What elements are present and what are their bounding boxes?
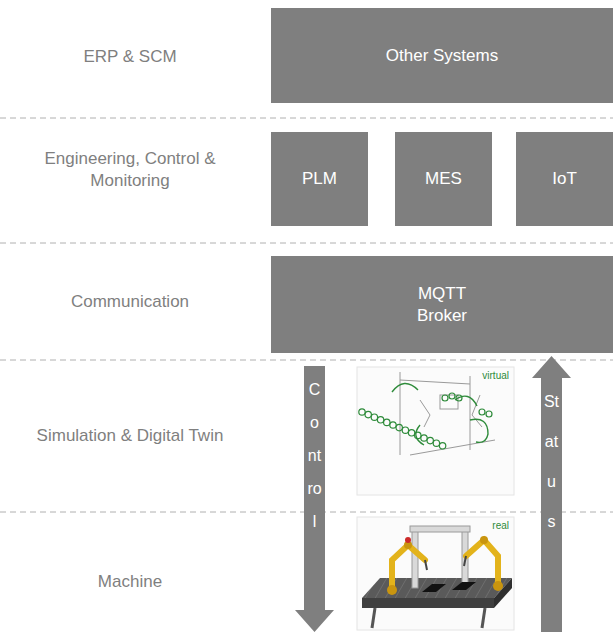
control-arrow bbox=[295, 366, 334, 632]
real-machine-illustration bbox=[357, 517, 514, 630]
arrow-label: Control bbox=[307, 373, 323, 538]
variant-tag: virtual bbox=[482, 371, 509, 381]
dashed-separator bbox=[0, 360, 613, 361]
box-label: Other Systems bbox=[386, 45, 498, 66]
layer-label: Machine bbox=[5, 571, 255, 593]
system-box: MES bbox=[395, 132, 492, 226]
arrow-label: Status bbox=[544, 382, 560, 542]
dashed-separator bbox=[0, 118, 613, 119]
box-label: IoT bbox=[552, 168, 577, 189]
system-box: Other Systems bbox=[271, 8, 613, 103]
dashed-separator bbox=[0, 243, 613, 244]
box-label: MQTT Broker bbox=[406, 283, 478, 326]
box-label: MES bbox=[425, 168, 462, 189]
system-box: PLM bbox=[271, 132, 368, 226]
status-arrow bbox=[532, 356, 571, 632]
layer-label: Engineering, Control & Monitoring bbox=[5, 148, 255, 192]
system-box: MQTT Broker bbox=[271, 256, 613, 353]
layer-label: Communication bbox=[5, 291, 255, 313]
virtual-twin-illustration bbox=[357, 367, 514, 495]
layer-label: Simulation & Digital Twin bbox=[5, 425, 255, 447]
system-box: IoT bbox=[516, 132, 613, 226]
layer-label: ERP & SCM bbox=[5, 46, 255, 68]
box-label: PLM bbox=[302, 168, 337, 189]
variant-tag: real bbox=[492, 521, 509, 531]
